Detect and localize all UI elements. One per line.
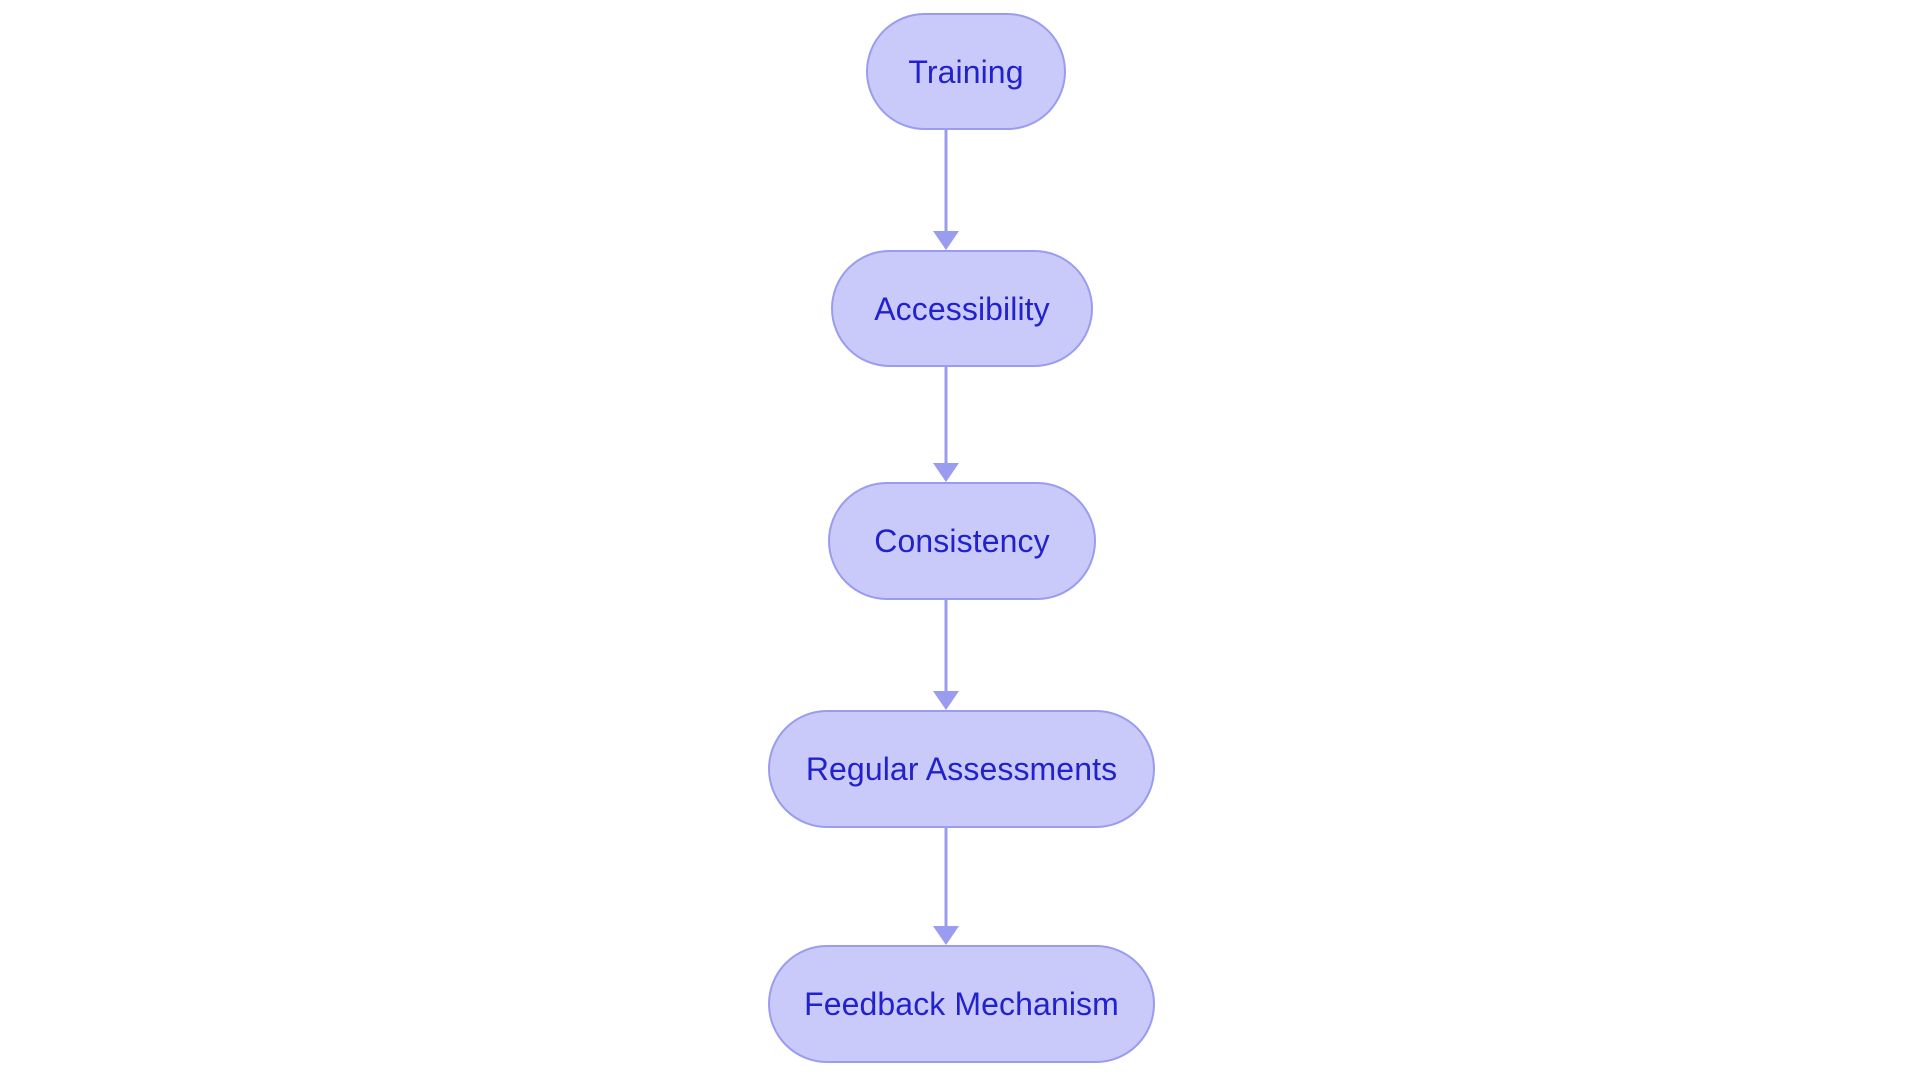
flow-node-label: Consistency xyxy=(874,523,1050,559)
flow-node-regular-assessments[interactable]: Regular Assessments xyxy=(768,710,1155,828)
arrow-icon xyxy=(933,367,959,482)
flow-edge-regular-assessments-to-feedback-mechanism xyxy=(930,828,962,945)
flow-edge-training-to-accessibility xyxy=(930,130,962,250)
flow-node-training[interactable]: Training xyxy=(866,13,1066,130)
flow-edge-consistency-to-regular-assessments xyxy=(930,600,962,710)
arrow-icon xyxy=(933,600,959,710)
flow-node-label: Feedback Mechanism xyxy=(804,986,1119,1022)
flow-edge-accessibility-to-consistency xyxy=(930,367,962,482)
flow-node-accessibility[interactable]: Accessibility xyxy=(831,250,1093,367)
flow-node-label: Accessibility xyxy=(874,290,1050,327)
arrow-icon xyxy=(933,828,959,945)
arrow-icon xyxy=(933,130,959,250)
flow-node-label: Regular Assessments xyxy=(805,751,1118,787)
flow-node-feedback-mechanism[interactable]: Feedback Mechanism xyxy=(768,945,1155,1063)
flow-node-label: Training xyxy=(908,53,1024,90)
flow-node-consistency[interactable]: Consistency xyxy=(828,482,1096,600)
